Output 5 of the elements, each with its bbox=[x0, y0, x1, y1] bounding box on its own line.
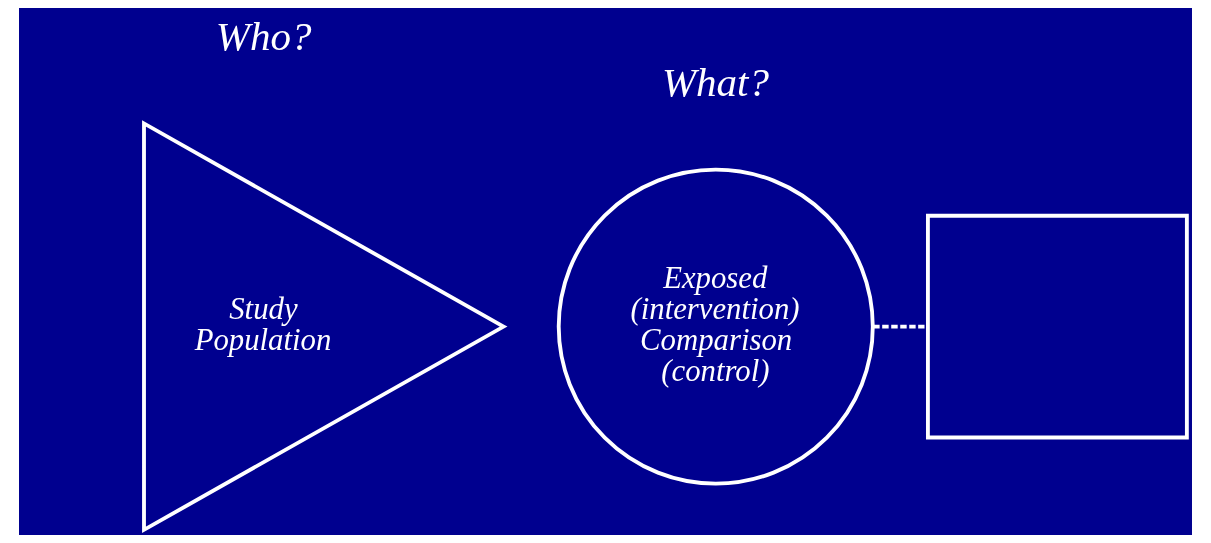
connector bbox=[873, 324, 928, 329]
node-box bbox=[926, 213, 1189, 440]
label: What? bbox=[661, 59, 769, 105]
node-circle: Exposed (intervention) Comparison (control) bbox=[556, 167, 875, 486]
label: Who? bbox=[215, 12, 312, 59]
